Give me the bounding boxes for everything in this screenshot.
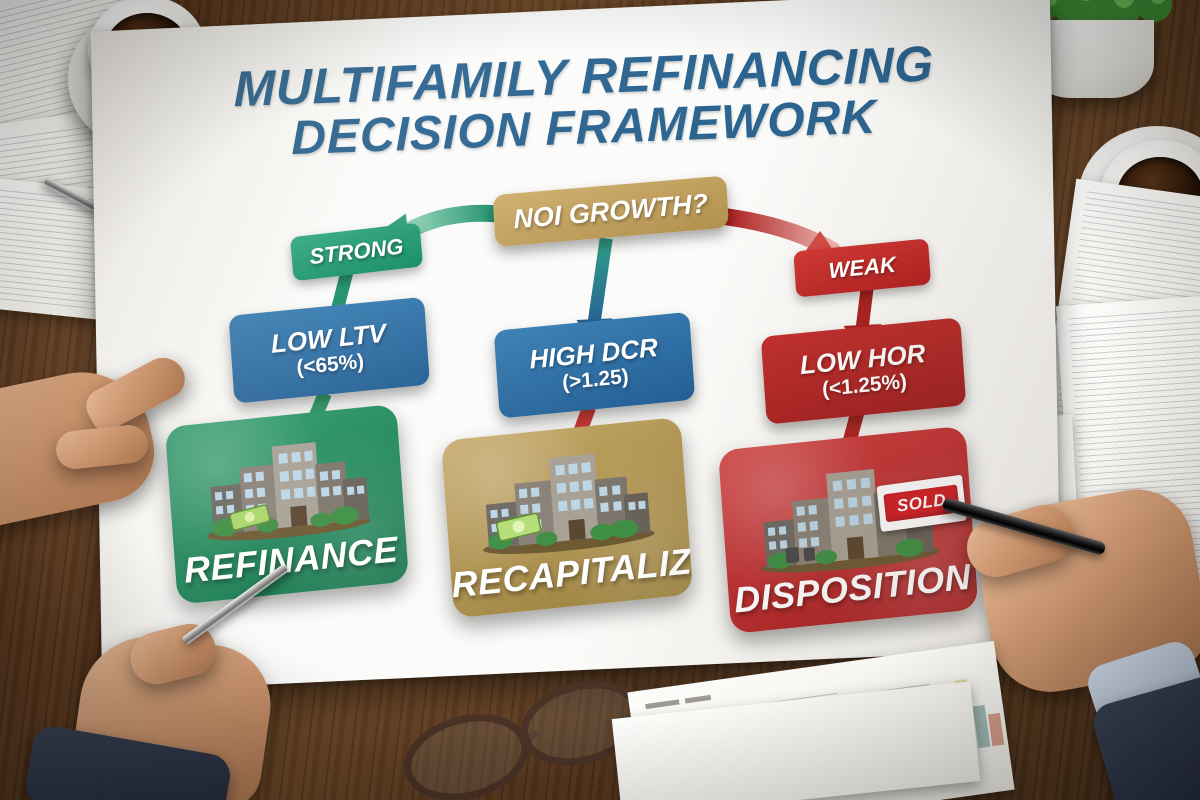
outcome-card-disposition[interactable]: SOLD DISPOSITION [717,425,979,635]
money-icon [495,512,542,542]
eyeglasses [379,651,673,800]
money-icon [229,504,271,531]
branch-label-weak-text: WEAK [827,251,897,284]
outcome-card-recapitalize[interactable]: RECAPITALIZE [441,416,694,619]
apartment-building-icon [166,416,405,551]
branch-label-strong-text: STRONG [308,233,405,270]
decision-framework-poster: MULTIFAMILY REFINANCING DECISION FRAMEWO… [90,0,1062,692]
outcome-card-refinance[interactable]: REFINANCE [164,403,410,605]
apartment-building-icon [442,429,689,565]
